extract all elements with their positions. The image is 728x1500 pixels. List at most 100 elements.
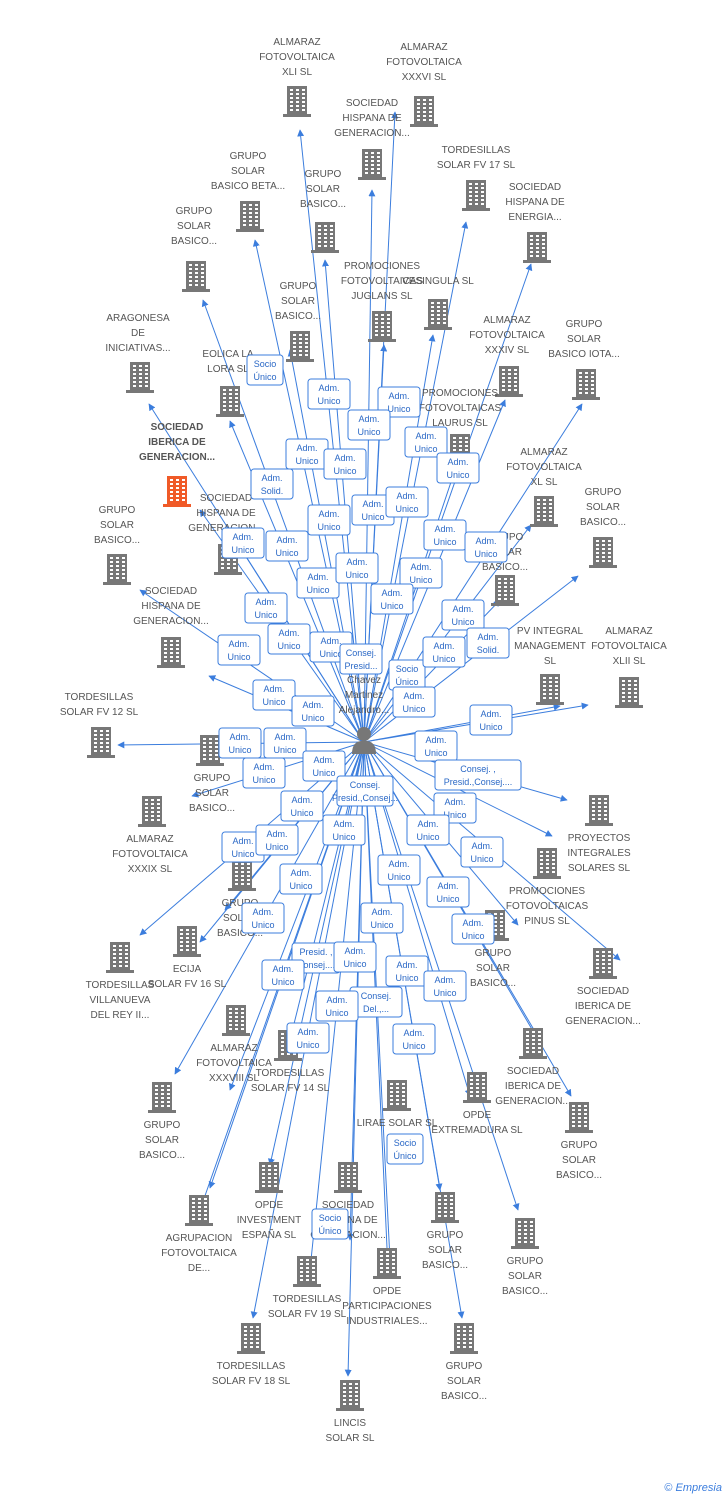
role-badge[interactable]: Adm.Unico [414,730,458,762]
building-icon[interactable] [589,537,617,568]
building-icon[interactable] [334,1162,362,1193]
role-badge[interactable]: Adm.Unico [286,1022,330,1054]
role-badge[interactable]: Adm.Unico [285,438,329,470]
role-badge[interactable]: Adm.Unico [392,686,436,718]
building-icon[interactable] [255,1162,283,1193]
building-icon[interactable] [358,149,386,180]
role-badge[interactable]: Adm.Unico [221,527,265,559]
role-badge[interactable]: Adm.Unico [255,824,299,856]
building-icon[interactable] [565,1102,593,1133]
company-node-c46[interactable]: GRUPOSOLARBASICO... [422,1192,468,1271]
role-badge[interactable]: Adm.Unico [451,913,495,945]
company-node-c11[interactable]: GRUPOSOLARBASICO... [275,281,321,362]
building-icon[interactable] [424,299,452,330]
role-badge[interactable]: Adm.Solid. [466,627,510,659]
building-icon[interactable] [491,575,519,606]
role-badge[interactable]: Adm.Unico [252,679,296,711]
building-icon[interactable] [530,496,558,527]
role-badge[interactable]: Adm.Unico [267,623,311,655]
role-badge[interactable]: Adm.Unico [392,1023,436,1055]
company-node-c39[interactable]: GRUPOSOLARBASICO... [139,1082,185,1161]
building-icon[interactable] [462,180,490,211]
building-icon[interactable] [383,1080,411,1111]
role-badge[interactable]: Adm.Unico [291,695,335,727]
company-node-c21[interactable]: GRUPOSOLARBASICO... [580,487,626,568]
role-badge[interactable]: Adm.Unico [296,567,340,599]
role-badge[interactable]: Adm.Unico [241,902,285,934]
building-icon[interactable] [286,331,314,362]
building-icon[interactable] [463,1072,491,1103]
building-icon[interactable] [87,727,115,758]
role-badge[interactable]: Adm.Unico [315,990,359,1022]
building-icon[interactable] [589,948,617,979]
building-icon[interactable] [182,261,210,292]
role-badge[interactable]: Adm.Unico [422,636,466,668]
role-badge[interactable]: Adm.Unico [307,504,351,536]
company-node-c10[interactable]: VESINGULA SL [402,276,474,330]
role-badge[interactable]: Adm.Unico [370,583,414,615]
building-icon[interactable] [410,96,438,127]
building-icon[interactable] [173,926,201,957]
role-badge[interactable]: Adm.Unico [469,704,513,736]
role-badge[interactable]: Adm.Unico [261,959,305,991]
building-icon[interactable] [511,1218,539,1249]
company-node-c49[interactable]: OPDEPARTICIPACIONESINDUSTRIALES... [342,1248,432,1327]
building-icon[interactable] [283,86,311,117]
role-badge[interactable]: Adm.Unico [244,592,288,624]
role-badge[interactable]: Adm.Unico [279,863,323,895]
building-icon[interactable] [311,222,339,253]
building-icon[interactable] [163,476,191,507]
role-badge[interactable]: Adm.Unico [436,452,480,484]
building-icon[interactable] [237,1323,265,1354]
building-icon[interactable] [185,1195,213,1226]
role-badge[interactable]: Adm.Unico [217,634,261,666]
role-badge[interactable]: Adm.Unico [426,876,470,908]
role-badge[interactable]: Adm.Unico [280,790,324,822]
role-badge[interactable]: Adm.Unico [335,552,379,584]
building-icon[interactable] [615,677,643,708]
role-badge[interactable]: Adm.Unico [423,519,467,551]
role-badge[interactable]: Adm.Unico [460,836,504,868]
role-badge[interactable]: Consej. ,Presid.,Consej.... [434,759,522,791]
building-icon[interactable] [450,1323,478,1354]
building-icon[interactable] [368,311,396,342]
building-icon[interactable] [519,1028,547,1059]
role-badge[interactable]: Adm.Unico [221,831,265,863]
building-icon[interactable] [138,796,166,827]
role-badge[interactable]: Consej.Del.,... [349,986,403,1018]
building-icon[interactable] [572,369,600,400]
building-icon[interactable] [536,674,564,705]
role-badge[interactable]: Adm.Unico [441,599,485,631]
role-badge[interactable]: Adm.Unico [302,750,346,782]
role-badge[interactable]: Adm.Solid. [250,468,294,500]
building-icon[interactable] [126,362,154,393]
building-icon[interactable] [293,1256,321,1287]
company-node-c8[interactable]: GRUPOSOLARBASICO... [171,206,217,292]
building-icon[interactable] [336,1380,364,1411]
building-icon[interactable] [431,1192,459,1223]
role-badge[interactable]: Adm.Unico [423,970,467,1002]
building-icon[interactable] [495,366,523,397]
role-badge[interactable]: Adm.Unico [377,854,421,886]
company-node-c31[interactable]: GRUPOSOLARBASICO... [217,860,263,939]
role-badge[interactable]: Adm.Unico [322,814,366,846]
